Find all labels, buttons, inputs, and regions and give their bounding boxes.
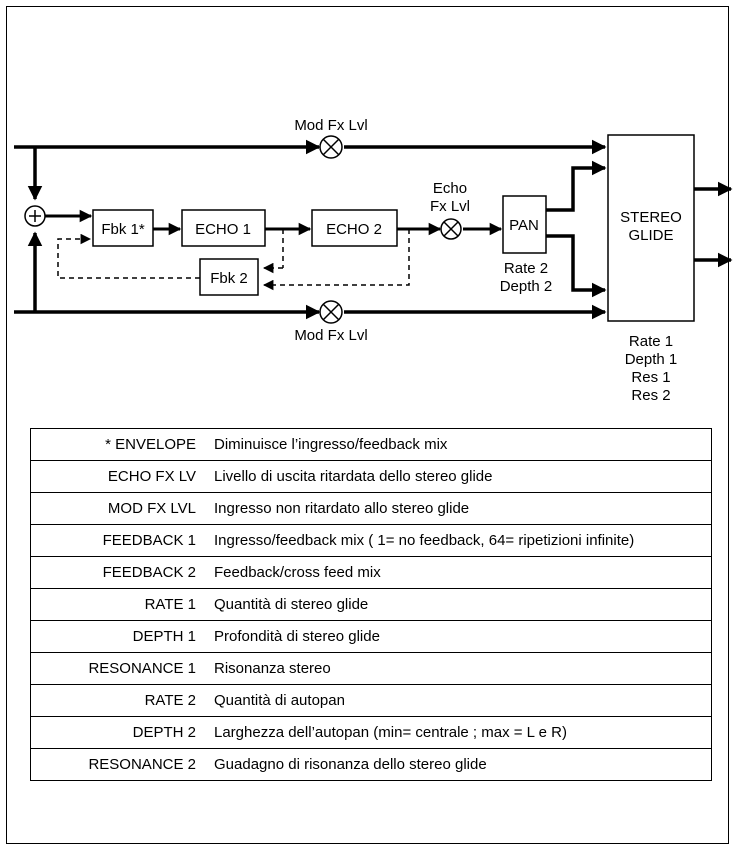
echo2-label: ECHO 2: [326, 221, 382, 238]
fbk1-box: [92, 209, 154, 247]
param-name: RESONANCE 2: [30, 748, 214, 781]
param-description: Livello di uscita ritardata dello stereo…: [214, 460, 712, 493]
param-name: DEPTH 2: [30, 716, 214, 749]
param-name: * ENVELOPE: [105, 436, 196, 453]
stereo-glide-label-1: STEREO: [620, 209, 682, 226]
mod-fx-multiplier-top: [319, 135, 343, 159]
param-description: Larghezza dell’autopan (min= centrale ; …: [214, 716, 712, 749]
param-name: RATE 2: [30, 684, 214, 717]
echo-fx-multiplier: [440, 218, 462, 240]
mod-fx-multiplier-bottom: [319, 300, 343, 324]
fbk1-label: Fbk 1*: [101, 221, 145, 238]
glide-depth-label: Depth 1: [625, 351, 678, 368]
top-mod-path: [14, 139, 607, 201]
param-description: Feedback/cross feed mix: [214, 556, 712, 589]
glide-res2-label: Res 2: [631, 387, 670, 404]
stereo-outputs: [694, 181, 733, 268]
param-name: MOD FX LVL: [30, 492, 214, 525]
pan-outputs: [546, 160, 607, 298]
param-name: ECHO FX LV: [30, 460, 214, 493]
param-name: RESONANCE 1: [30, 652, 214, 685]
echo2-box: [311, 209, 398, 247]
feedback-paths: [57, 229, 410, 291]
pan-box: [502, 195, 547, 254]
glide-res1-label: Res 1: [631, 369, 670, 386]
param-name: FEEDBACK 2: [30, 556, 214, 589]
param-name: FEEDBACK 1: [30, 524, 214, 557]
mod-fx-label-bottom: Mod Fx Lvl: [294, 327, 367, 344]
summing-junction: [24, 205, 46, 227]
param-name: DEPTH 1: [30, 620, 214, 653]
param-description: Risonanza stereo: [214, 652, 712, 685]
forward-chain: [45, 209, 503, 236]
param-description: Profondità di stereo glide: [214, 620, 712, 653]
bottom-mod-path: [14, 231, 607, 320]
pan-rate-label: Rate 2: [504, 260, 548, 277]
mod-fx-label-top: Mod Fx Lvl: [294, 117, 367, 134]
echo1-label: ECHO 1: [195, 221, 251, 238]
glide-rate-label: Rate 1: [629, 333, 673, 350]
pan-depth-label: Depth 2: [500, 278, 553, 295]
param-description: Ingresso non ritardato allo stereo glide: [214, 492, 712, 525]
param-description: Ingresso/feedback mix ( 1= no feedback, …: [214, 524, 712, 557]
param-description: Guadagno di risonanza dello stereo glide: [214, 748, 712, 781]
parameter-table: * ENVELOPE Diminuisce l’ingresso/feedback…: [30, 428, 712, 781]
page-frame: [6, 6, 729, 844]
signal-flow-diagram: Mod Fx Lvl Mod Fx Lvl Fbk 1* ECHO 1 ECHO…: [14, 117, 733, 404]
param-description: Diminuisce l’ingresso/feedback mix: [214, 436, 448, 453]
stereo-glide-box: [607, 134, 695, 322]
param-name: RATE 1: [30, 588, 214, 621]
pan-label: PAN: [509, 217, 539, 234]
echo1-box: [181, 209, 266, 247]
fbk2-label: Fbk 2: [210, 270, 248, 287]
fbk2-box: [199, 258, 259, 296]
param-description: Quantità di autopan: [214, 684, 712, 717]
param-description: Quantità di stereo glide: [214, 588, 712, 621]
echo-fx-label-2: Fx Lvl: [430, 198, 470, 215]
table-row: * ENVELOPE Diminuisce l’ingresso/feedback…: [31, 429, 712, 461]
echo-fx-label-1: Echo: [433, 180, 467, 197]
stereo-glide-label-2: GLIDE: [628, 227, 673, 244]
